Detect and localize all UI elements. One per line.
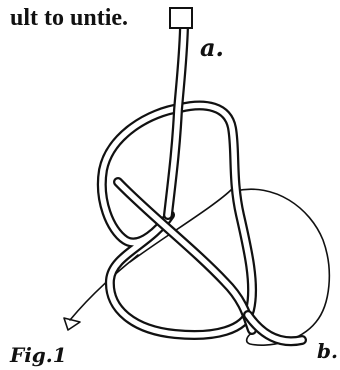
square-end-marker [169, 7, 193, 29]
thin-loop [129, 188, 331, 346]
label-b: b. [317, 339, 338, 363]
caption-text: ult to untie. [10, 5, 129, 31]
label-a: a. [200, 33, 224, 62]
figure-label: Fig.1 [9, 343, 67, 367]
triangle-end-marker [63, 317, 81, 331]
rope [96, 23, 307, 347]
